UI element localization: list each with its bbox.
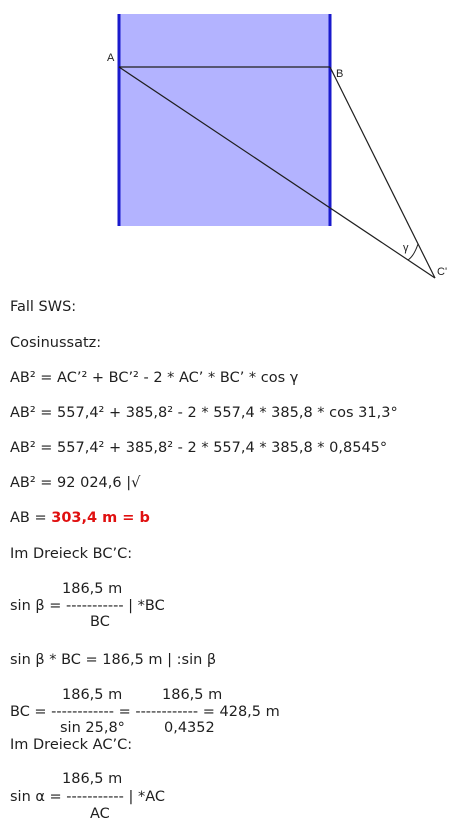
bc-numerator-1: 186,5 m <box>62 687 123 703</box>
gamma-angle-arc <box>407 243 419 261</box>
bc-equation: BC = ------------ = ------------ = 428,5… <box>10 704 280 720</box>
equation-1: AB² = AC’² + BC’² - 2 * AC’ * BC’ * cos … <box>10 370 299 386</box>
river-area <box>119 14 330 226</box>
bc-denominator-2: 0,4352 <box>164 720 215 736</box>
result-value: 303,4 m = b <box>51 510 150 526</box>
bc-denominator-1: sin 25,8° <box>60 720 125 736</box>
river-triangle-diagram: A B C' γ <box>107 14 447 279</box>
sina-denominator: AC <box>90 806 110 822</box>
segment-ac-prime <box>118 66 436 279</box>
sinb-equation: sin β = ----------- | *BC <box>10 598 165 614</box>
law-heading: Cosinussatz: <box>10 335 102 351</box>
result-line: AB = 303,4 m = b <box>10 509 150 527</box>
equation-3: AB² = 557,4² + 385,8² - 2 * 557,4 * 385,… <box>10 440 388 456</box>
label-a: A <box>107 52 115 64</box>
sina-equation: sin α = ----------- | *AC <box>10 789 166 805</box>
label-c-prime: C' <box>437 266 447 278</box>
equation-2: AB² = 557,4² + 385,8² - 2 * 557,4 * 385,… <box>10 405 398 421</box>
label-gamma: γ <box>403 242 409 254</box>
label-b: B <box>336 68 343 80</box>
bc-numerator-2: 186,5 m <box>162 687 223 703</box>
case-heading: Fall SWS: <box>10 299 77 315</box>
sinb-denominator: BC <box>90 614 110 630</box>
sina-numerator: 186,5 m <box>62 771 123 787</box>
segment-bc-prime <box>329 66 436 279</box>
equation-4: AB² = 92 024,6 |√ <box>10 475 141 491</box>
sinb-numerator: 186,5 m <box>62 581 123 597</box>
result-prefix: AB = <box>10 510 52 526</box>
sinb-multiplied: sin β * BC = 186,5 m | :sin β <box>10 652 217 668</box>
triangle-acc-heading: Im Dreieck AC’C: <box>10 737 133 753</box>
triangle-bcc-heading: Im Dreieck BC’C: <box>10 546 133 562</box>
